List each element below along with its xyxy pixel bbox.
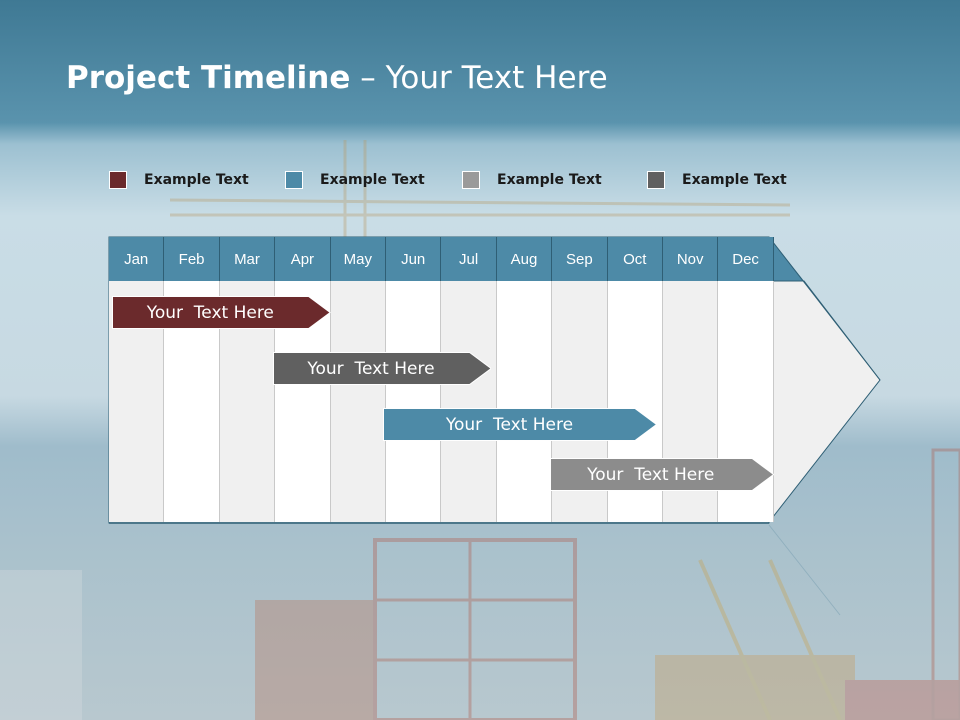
legend-label-1: Example Text bbox=[144, 172, 249, 188]
month-header-jul: Jul bbox=[441, 237, 497, 281]
task-arrow-shape-3 bbox=[383, 408, 658, 441]
month-header-mar: Mar bbox=[219, 237, 276, 281]
legend-item-2: Example Text bbox=[285, 170, 425, 190]
month-column-jul bbox=[441, 281, 497, 522]
month-header-oct: Oct bbox=[607, 237, 663, 281]
task-bar-1[interactable]: Your Text Here bbox=[112, 296, 331, 329]
month-header-dec: Dec bbox=[718, 237, 774, 281]
month-column-jun bbox=[386, 281, 442, 522]
legend-item-1: Example Text bbox=[109, 170, 249, 190]
task-bar-3[interactable]: Your Text Here bbox=[383, 408, 658, 441]
legend-swatch-1 bbox=[109, 171, 127, 189]
task-label-4: Your Text Here bbox=[587, 464, 715, 485]
title-subtitle: – Your Text Here bbox=[350, 60, 608, 96]
legend-swatch-2 bbox=[285, 171, 303, 189]
task-arrow-shape-4 bbox=[549, 458, 774, 491]
task-arrow-shape-1 bbox=[112, 296, 331, 329]
page-title: Project Timeline – Your Text Here bbox=[66, 60, 608, 96]
task-bar-4[interactable]: Your Text Here bbox=[549, 458, 774, 491]
task-arrow-shape-2 bbox=[272, 352, 492, 385]
month-column-aug bbox=[496, 281, 553, 522]
legend-swatch-3 bbox=[462, 171, 480, 189]
month-column-may bbox=[330, 281, 386, 522]
task-label-3: Your Text Here bbox=[445, 414, 574, 435]
month-header-apr: Apr bbox=[275, 237, 331, 281]
month-header-sep: Sep bbox=[552, 237, 608, 281]
month-header-nov: Nov bbox=[663, 237, 719, 281]
legend-swatch-4 bbox=[647, 171, 665, 189]
legend-label-3: Example Text bbox=[497, 172, 602, 188]
task-bar-2[interactable]: Your Text Here bbox=[272, 352, 492, 385]
month-header-may: May bbox=[330, 237, 386, 281]
month-header-feb: Feb bbox=[164, 237, 220, 281]
task-label-2: Your Text Here bbox=[307, 358, 435, 379]
month-header-jun: Jun bbox=[386, 237, 442, 281]
month-header-aug: Aug bbox=[496, 237, 553, 281]
legend-label-4: Example Text bbox=[682, 172, 787, 188]
legend-item-3: Example Text bbox=[462, 170, 602, 190]
month-header-jan: Jan bbox=[109, 237, 165, 281]
legend-item-4: Example Text bbox=[647, 170, 787, 190]
task-label-1: Your Text Here bbox=[146, 302, 274, 323]
title-bold: Project Timeline bbox=[66, 60, 351, 96]
legend-label-2: Example Text bbox=[320, 172, 425, 188]
